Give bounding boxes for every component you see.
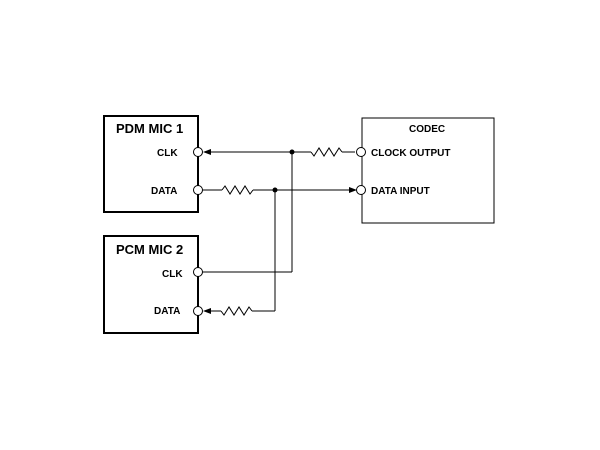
codec-clock-output-label: CLOCK OUTPUT (371, 148, 450, 159)
mic2-title: PCM MIC 2 (116, 242, 183, 257)
mic1-data-label: DATA (151, 186, 177, 197)
mic2-data-label: DATA (154, 306, 180, 317)
clock-series-resistor (310, 147, 343, 157)
mic1-block (103, 115, 199, 213)
mic1-clk-label: CLK (157, 148, 178, 159)
mic2-clk-label: CLK (162, 269, 183, 280)
mic2-block (103, 235, 199, 334)
clock-junction-dot (289, 149, 295, 155)
codec-block (361, 117, 495, 224)
codec-data-arrow (349, 187, 357, 193)
mic1-clk-pin (193, 147, 203, 157)
mic2-data-pin (193, 306, 203, 316)
codec-data-input-pin (356, 185, 366, 195)
codec-clock-output-pin (356, 147, 366, 157)
mic2-data-resistor (220, 306, 253, 316)
codec-data-input-label: DATA INPUT (371, 186, 430, 197)
mic1-title: PDM MIC 1 (116, 121, 183, 136)
mic2-clk-pin (193, 267, 203, 277)
mic1-clk-arrow (203, 149, 211, 155)
mic1-data-resistor (221, 185, 254, 195)
data-junction-dot (272, 187, 278, 193)
codec-title: CODEC (409, 124, 445, 135)
mic1-data-pin (193, 185, 203, 195)
mic2-data-arrow (203, 308, 211, 314)
